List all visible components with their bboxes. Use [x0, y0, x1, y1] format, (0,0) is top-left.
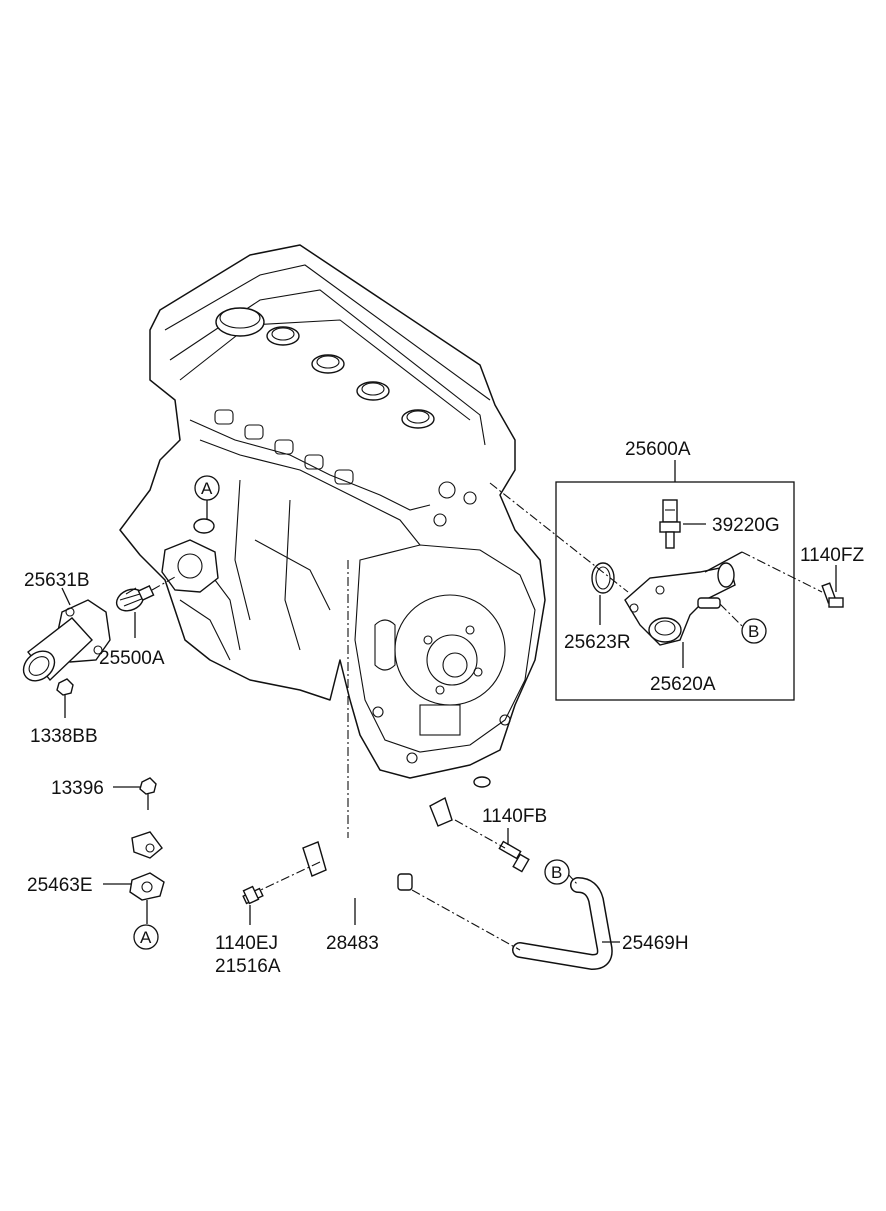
thermostat-25500A [115, 585, 155, 612]
label-25620A: 25620A [650, 674, 716, 695]
ref-a-bottom-letter: A [140, 928, 152, 947]
label-28483: 28483 [326, 933, 379, 954]
label-1140FZ: 1140FZ [800, 545, 864, 566]
label-13396: 13396 [51, 778, 104, 799]
ref-a-top-letter: A [201, 479, 213, 498]
engine-block-illustration [119, 244, 546, 779]
label-25623R: 25623R [564, 632, 631, 653]
temp-sensor-39220G [659, 499, 681, 549]
ref-circle-b-box [741, 618, 767, 644]
thermostat-housing-25631B [22, 599, 111, 682]
label-39220G: 39220G [712, 515, 780, 536]
bolt-1140FZ [821, 582, 844, 608]
hose-25469H [512, 877, 613, 971]
bolt-1140EJ [242, 885, 264, 905]
label-1140EJ: 1140EJ [215, 933, 278, 954]
label-25600A: 25600A [625, 439, 691, 460]
ref-b-bottom-letter: B [551, 863, 562, 882]
nut-1338BB [56, 678, 74, 696]
ref-b-box-letter: B [748, 622, 759, 641]
ref-circle-a-bottom [133, 924, 159, 950]
label-25500A: 25500A [99, 648, 165, 669]
label-1338BB: 1338BB [30, 726, 98, 747]
label-25469H: 25469H [622, 933, 689, 954]
bolt-13396 [139, 777, 157, 795]
bolt-1140FB [498, 840, 530, 873]
water-outlet-group-box: 25600A 39220G 25623R 25620A B [555, 439, 795, 701]
ref-circle-b-bottom [544, 859, 570, 885]
label-21516A: 21516A [215, 956, 281, 977]
water-outlet-fitting-25620A [624, 562, 736, 646]
gasket-25463E [129, 872, 165, 901]
label-25463E: 25463E [27, 875, 93, 896]
coolant-pipe-28483 [131, 776, 491, 891]
label-1140FB: 1140FB [482, 806, 547, 827]
label-25631B: 25631B [24, 570, 90, 591]
